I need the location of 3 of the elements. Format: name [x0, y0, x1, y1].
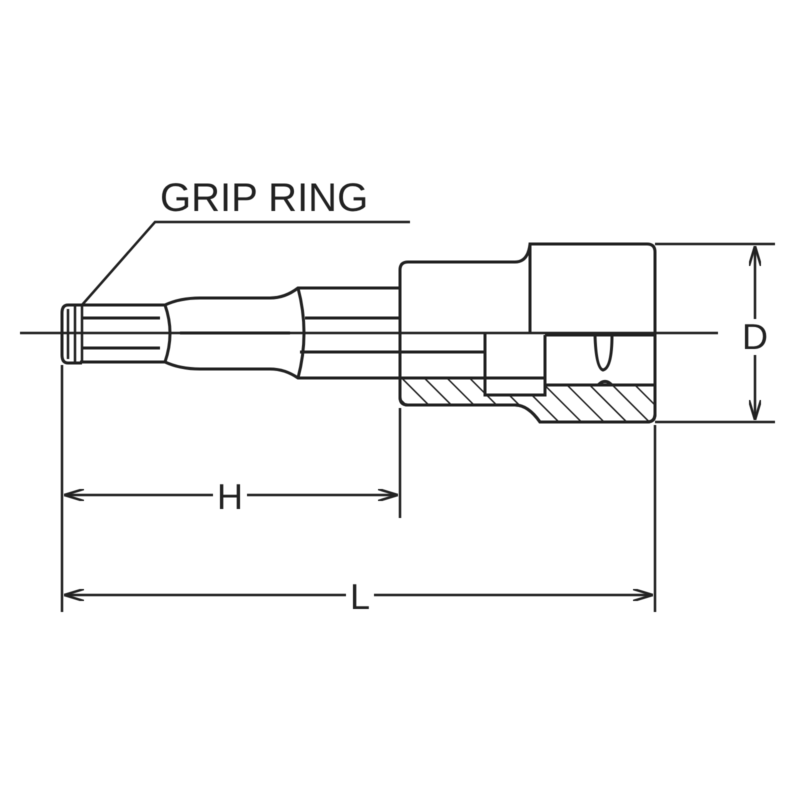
leader-line: [81, 220, 410, 306]
callout-label: GRIP RING: [160, 178, 368, 218]
grip-ring: [60, 304, 84, 364]
